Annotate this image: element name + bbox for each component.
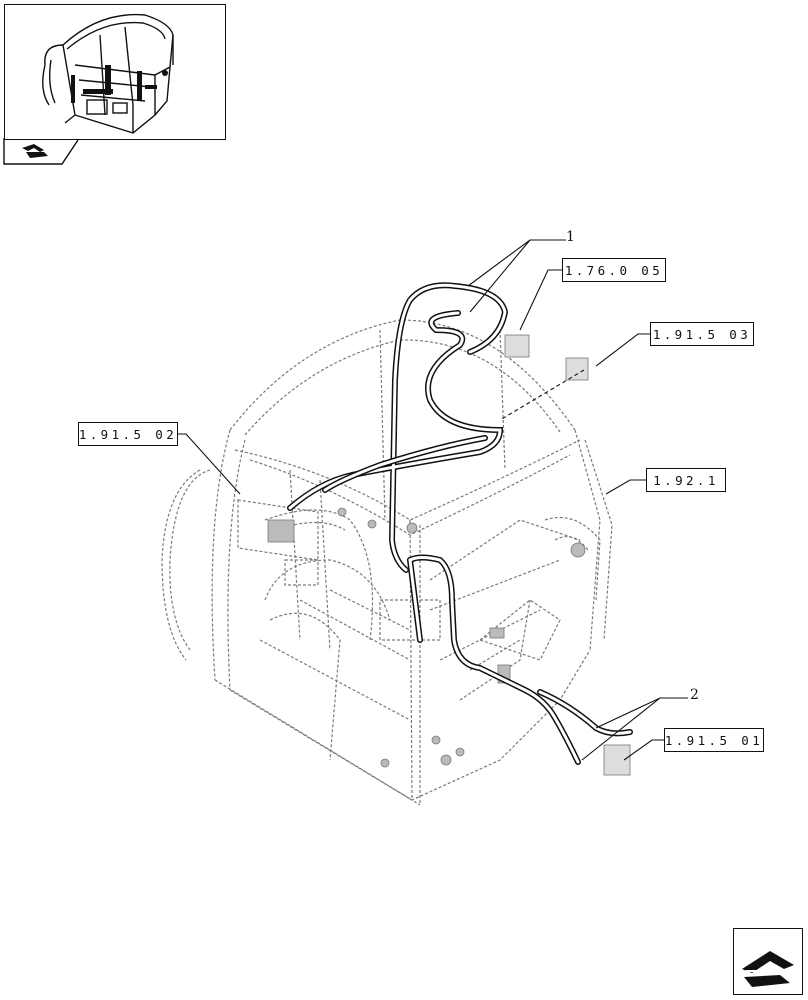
cab-detail-parts bbox=[267, 334, 631, 776]
next-page-button[interactable] bbox=[733, 928, 803, 995]
cab-frame-outline bbox=[161, 319, 613, 806]
arrow-back-icon[interactable] bbox=[22, 144, 48, 158]
back-tab[interactable] bbox=[0, 138, 80, 168]
arrow-next-icon bbox=[742, 951, 794, 987]
cab-thumbnail-image bbox=[42, 13, 174, 134]
leader-lines bbox=[178, 239, 688, 761]
reference-box-1-91-5-02[interactable]: 1.91.5 02 bbox=[78, 422, 178, 446]
overview-thumbnail bbox=[4, 4, 226, 140]
reference-box-1-91-5-03[interactable]: 1.91.5 03 bbox=[650, 322, 754, 346]
reference-box-1-76-0-05[interactable]: 1.76.0 05 bbox=[562, 258, 666, 282]
callout-1: 1 bbox=[566, 229, 575, 245]
reference-box-1-91-5-01[interactable]: 1.91.5 01 bbox=[664, 728, 764, 752]
callout-2: 2 bbox=[690, 687, 699, 703]
reference-box-1-92-1[interactable]: 1.92.1 bbox=[646, 468, 726, 492]
